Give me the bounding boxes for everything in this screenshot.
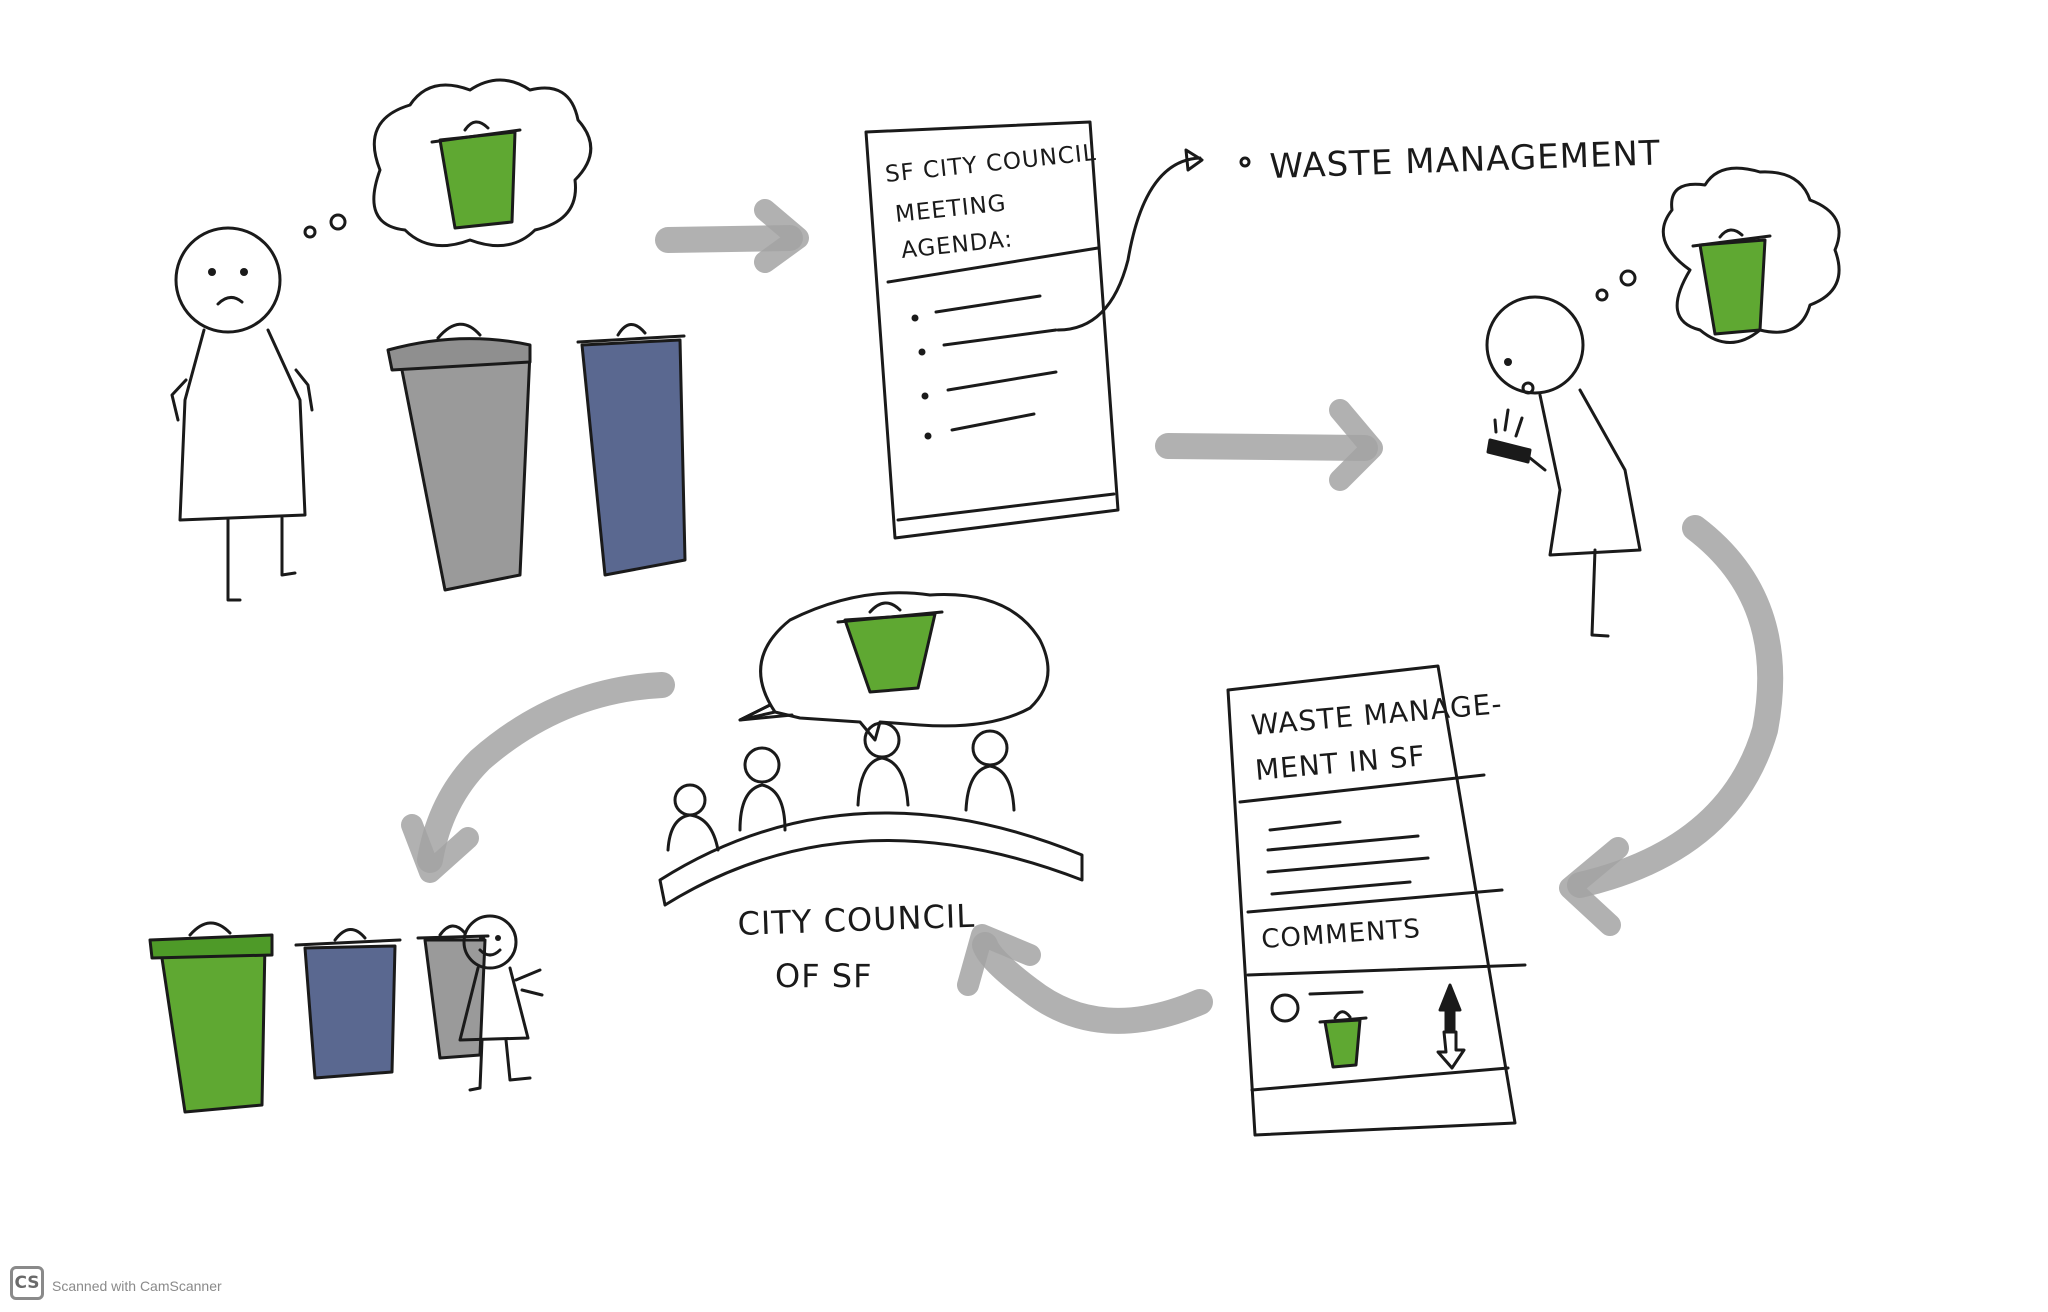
agenda-item-list bbox=[911, 294, 1058, 440]
thought-bubble-person-1 bbox=[303, 78, 593, 248]
council-member bbox=[856, 721, 910, 807]
post-title-line1: WASTE MANAGE- bbox=[1250, 687, 1504, 742]
commenter-smiley-icon bbox=[1270, 993, 1300, 1023]
post-title-line2: MENT IN SF bbox=[1254, 739, 1427, 787]
person-with-phone bbox=[1485, 295, 1642, 638]
green-bin-final bbox=[148, 921, 274, 1114]
comment-entry bbox=[1270, 983, 1466, 1070]
green-bin-phone-thought bbox=[1691, 228, 1772, 336]
arrow-curve-down-right bbox=[1559, 515, 1784, 936]
council-speech-bubble bbox=[738, 591, 1050, 742]
council-members bbox=[666, 721, 1016, 852]
agenda-bullet bbox=[924, 432, 932, 440]
arrow-curve-down-left bbox=[401, 672, 675, 883]
upvote-arrow-icon bbox=[1438, 983, 1462, 1032]
comments-label: COMMENTS bbox=[1260, 914, 1421, 955]
agenda-callout-line bbox=[1056, 156, 1202, 332]
confused-person bbox=[170, 226, 314, 602]
agenda-title-line1: SF CITY COUNCIL bbox=[884, 140, 1098, 188]
arrow-right-1 bbox=[655, 199, 809, 273]
council-bench bbox=[658, 811, 1084, 907]
agenda-line bbox=[950, 412, 1036, 432]
agenda-bullet bbox=[911, 314, 919, 322]
downvote-arrow-icon bbox=[1436, 1030, 1466, 1070]
agenda-document: SF CITY COUNCIL MEETING AGENDA: bbox=[864, 120, 1204, 540]
green-bin-comment-icon bbox=[1318, 1010, 1368, 1069]
council-label-line1: CITY COUNCIL bbox=[737, 897, 976, 943]
council-label-line2: OF SF bbox=[775, 957, 872, 995]
arrow-left-to-council bbox=[957, 924, 1213, 1034]
blue-bin-final bbox=[294, 928, 402, 1080]
council-member bbox=[738, 746, 787, 832]
agenda-bullet bbox=[918, 348, 926, 356]
agenda-line bbox=[942, 328, 1058, 347]
agenda-title-line3: AGENDA: bbox=[900, 226, 1014, 264]
blue-bin-large bbox=[576, 323, 687, 577]
green-bin-council-thought bbox=[836, 601, 944, 694]
agenda-line bbox=[934, 294, 1042, 314]
agenda-title-line2: MEETING bbox=[894, 190, 1008, 228]
council-member bbox=[964, 729, 1016, 812]
waste-management-label: WASTE MANAGEMENT bbox=[1269, 133, 1661, 187]
arrow-right-2 bbox=[1155, 399, 1383, 491]
agenda-bullet bbox=[921, 392, 929, 400]
gray-bin-large bbox=[386, 322, 532, 592]
thought-bubble-person-2 bbox=[1595, 166, 1841, 344]
green-bin-thought bbox=[430, 120, 522, 230]
post-body-lines bbox=[1266, 820, 1430, 896]
happy-person bbox=[458, 914, 544, 1092]
phone-icon bbox=[1486, 408, 1547, 472]
camscanner-logo: CS bbox=[10, 1266, 44, 1300]
post-document: WASTE MANAGE- MENT IN SF COMMENTS bbox=[1226, 664, 1527, 1137]
highlighted-agenda-item: WASTE MANAGEMENT bbox=[1239, 133, 1661, 187]
council-member bbox=[666, 783, 720, 852]
camscanner-watermark-text: Scanned with CamScanner bbox=[52, 1278, 222, 1294]
agenda-line bbox=[946, 370, 1058, 392]
